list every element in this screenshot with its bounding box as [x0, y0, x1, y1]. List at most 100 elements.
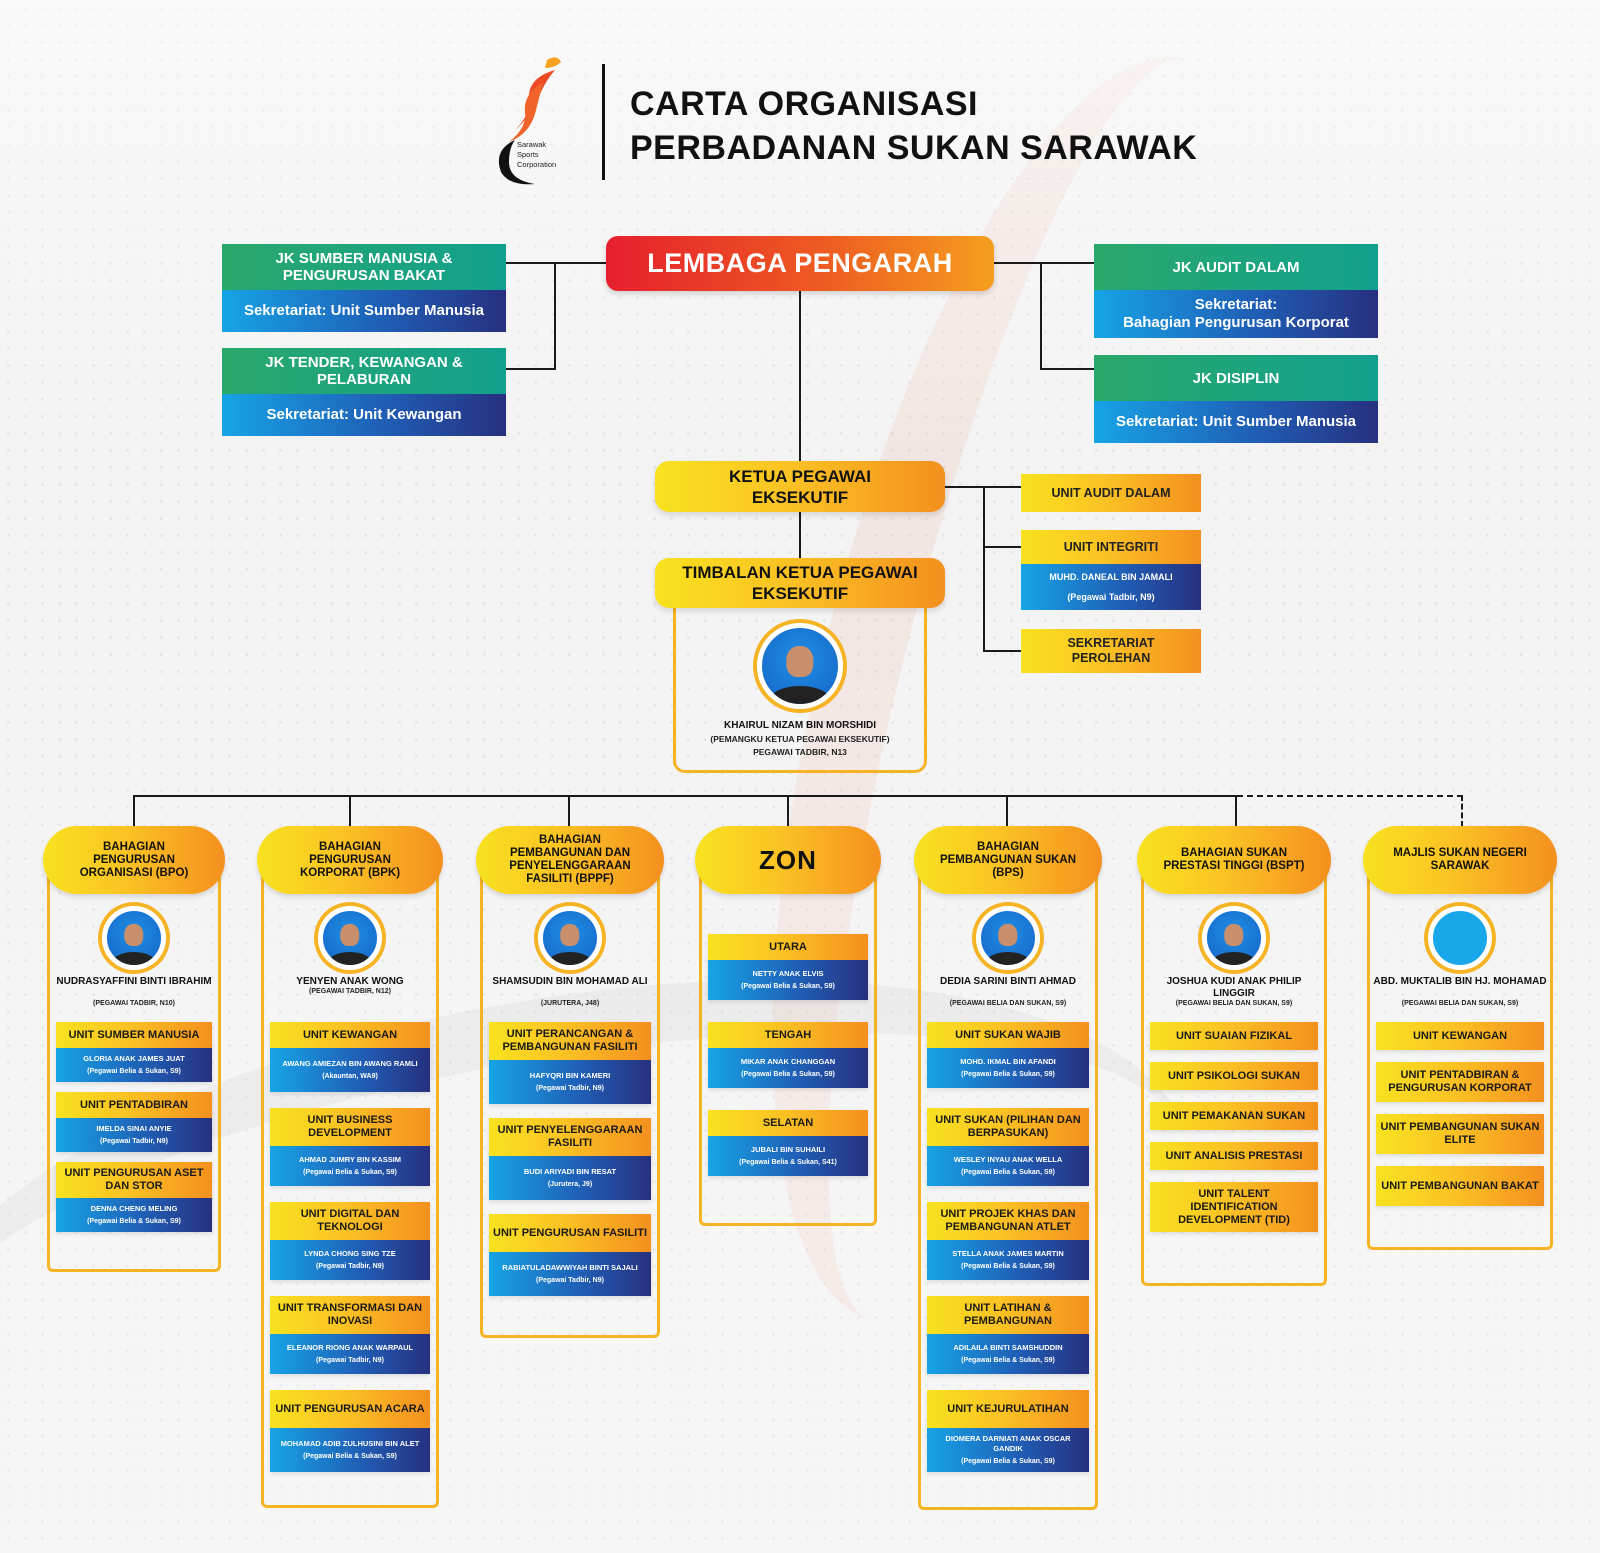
deputy-frame: [673, 598, 927, 773]
division-frame: [261, 866, 439, 1508]
unit-sekretariat-perolehan: SEKRETARIAT PEROLEHAN: [1021, 629, 1201, 673]
unit-box: UNIT PSIKOLOGI SUKAN: [1150, 1062, 1318, 1090]
division-frame: [47, 866, 221, 1272]
person-name: LYNDA CHONG SING TZE: [304, 1248, 396, 1258]
committee-secretariat: Sekretariat: Unit Sumber Manusia: [222, 290, 506, 332]
unit-label: SELATAN: [708, 1110, 868, 1136]
unit-label: SEKRETARIAT PEROLEHAN: [1021, 629, 1201, 673]
unit-label: UNIT PENGURUSAN ACARA: [270, 1390, 430, 1428]
division-title: ZON: [695, 826, 881, 894]
person-name: MOHD. IKMAL BIN AFANDI: [960, 1056, 1056, 1066]
unit-person: MOHAMAD ADIB ZULHUSINI BIN ALET(Pegawai …: [270, 1428, 430, 1472]
person-name: IMELDA SINAI ANYIE: [96, 1123, 172, 1133]
division-frame: [480, 866, 660, 1338]
unit-person: NETTY ANAK ELVIS(Pegawai Belia & Sukan, …: [708, 960, 868, 1000]
unit-label: UNIT DIGITAL DAN TEKNOLOGI: [270, 1202, 430, 1240]
person-role: (Pegawai Belia & Sukan, S9): [87, 1067, 181, 1075]
unit-box: UNIT KEWANGAN: [1376, 1022, 1544, 1050]
person-name: MOHAMAD ADIB ZULHUSINI BIN ALET: [280, 1438, 420, 1448]
connector-line: [1235, 795, 1237, 827]
division-title: BAHAGIAN PEMBANGUNAN DAN PENYELENGGARAAN…: [476, 826, 664, 894]
connector-line: [1040, 262, 1042, 370]
unit-label: UNIT PEMBANGUNAN BAKAT: [1376, 1166, 1544, 1206]
unit-box: UNIT PENGURUSAN ASET DAN STOR DENNA CHENG…: [56, 1162, 212, 1232]
division-head-avatar: [1428, 906, 1492, 970]
person-name: DIOMERA DARNIATI ANAK OSCAR GANDIK: [945, 1433, 1071, 1453]
page-title: CARTA ORGANISASI PERBADANAN SUKAN SARAWA…: [630, 82, 1197, 170]
dashed-connector-line: [1237, 795, 1463, 797]
connector-line: [787, 795, 789, 827]
person-role: (Pegawai Belia & Sukan, S9): [741, 982, 835, 990]
unit-label: UNIT PENYELENGGARAAN FASILITI: [489, 1118, 651, 1156]
deputy-title: (PEMANGKU KETUA PEGAWAI EKSEKUTIF): [710, 734, 890, 744]
unit-label: UNIT PENTADBIRAN: [56, 1092, 212, 1118]
connector-line: [554, 262, 556, 370]
ssc-logo: Sarawak Sports Corporation: [485, 52, 575, 187]
unit-label: UNIT PENGURUSAN FASILITI: [489, 1214, 651, 1252]
title-line-1: CARTA ORGANISASI: [630, 85, 978, 123]
division-head-avatar: [976, 906, 1040, 970]
person-name: HAFYQRI BIN KAMERI: [529, 1070, 611, 1080]
avatar-head: [340, 923, 360, 946]
connector-line: [506, 368, 556, 370]
unit-person: BUDI ARIYADI BIN RESAT(Jurutera, J9): [489, 1156, 651, 1200]
division-head-name: ABD. MUKTALIB BIN HJ. MOHAMAD: [1373, 976, 1547, 987]
division-head-role: (PEGAWAI TADBIR, N12): [309, 988, 391, 995]
person-role: (Pegawai Tadbir, N9): [316, 1262, 384, 1270]
ceo-box: KETUA PEGAWAI EKSEKUTIF: [655, 461, 945, 512]
connector-line: [133, 795, 1237, 797]
unit-person: MUHD. DANEAL BIN JAMALI (Pegawai Tadbir,…: [1021, 564, 1201, 610]
avatar-body: [1212, 952, 1256, 965]
person-role: (Pegawai Belia & Sukan, S9): [961, 1070, 1055, 1078]
committee-title: JK AUDIT DALAM: [1094, 244, 1378, 290]
logo-text-line: Corporation: [517, 160, 557, 169]
connector-line: [1006, 795, 1008, 827]
unit-person: WESLEY INYAU ANAK WELLA(Pegawai Belia & …: [927, 1146, 1089, 1186]
deputy-ceo-box: TIMBALAN KETUA PEGAWAI EKSEKUTIF: [655, 558, 945, 608]
person-name: ELEANOR RIONG ANAK WARPAUL: [286, 1342, 414, 1352]
person-role: (Pegawai Tadbir, N9): [536, 1276, 604, 1284]
unit-person: ELEANOR RIONG ANAK WARPAUL(Pegawai Tadbi…: [270, 1334, 430, 1374]
connector-line: [568, 795, 570, 827]
logo-text-line: Sarawak: [517, 140, 547, 149]
person-role: (Pegawai Belia & Sukan, S9): [961, 1356, 1055, 1364]
unit-label: UNIT TRANSFORMASI DAN INOVASI: [270, 1296, 430, 1334]
connector-line: [349, 795, 351, 827]
unit-label: UNIT TALENT IDENTIFICATION DEVELOPMENT (…: [1150, 1182, 1318, 1232]
person-role: (Pegawai Belia & Sukan, S9): [87, 1217, 181, 1225]
avatar-body: [328, 952, 372, 965]
connector-line: [1040, 368, 1094, 370]
person-role: (Pegawai Tadbir, N9): [1067, 592, 1155, 602]
logo-text-line: Sports: [517, 150, 539, 159]
division-head-avatar: [1202, 906, 1266, 970]
connector-line: [799, 512, 801, 558]
unit-person: HAFYQRI BIN KAMERI (Pegawai Tadbir, N9): [489, 1060, 651, 1104]
connector-line: [983, 486, 985, 652]
division-title: MAJLIS SUKAN NEGERI SARAWAK: [1363, 826, 1557, 894]
person-name: ADILAILA BINTI SAMSHUDDIN: [953, 1342, 1063, 1352]
unit-box: UNIT PENTADBIRAN & PENGURUSAN KORPORAT: [1376, 1062, 1544, 1102]
unit-label: UNIT PENGURUSAN ASET DAN STOR: [56, 1162, 212, 1198]
person-name: DENNA CHENG MELING: [90, 1203, 178, 1213]
committee-title: JK DISIPLIN: [1094, 355, 1378, 401]
unit-label: UNIT SUAIAN FIZIKAL: [1150, 1022, 1318, 1050]
person-name: AHMAD JUMRY BIN KASSIM: [298, 1154, 402, 1164]
avatar-head: [560, 923, 580, 946]
unit-audit-dalam: UNIT AUDIT DALAM: [1021, 474, 1201, 512]
person-name: JUBALI BIN SUHAILI: [750, 1144, 826, 1154]
connector-line: [983, 650, 1021, 652]
unit-box: UNIT SUAIAN FIZIKAL: [1150, 1022, 1318, 1050]
unit-person: JUBALI BIN SUHAILI(Pegawai Belia & Sukan…: [708, 1136, 868, 1176]
unit-label: UNIT KEJURULATIHAN: [927, 1390, 1089, 1428]
unit-label: UNIT PROJEK KHAS DAN PEMBANGUNAN ATLET: [927, 1202, 1089, 1240]
deputy-name: KHAIRUL NIZAM BIN MORSHIDI: [723, 720, 877, 731]
unit-box: UNIT KEJURULATIHAN DIOMERA DARNIATI ANAK …: [927, 1390, 1089, 1472]
unit-label: UNIT KEWANGAN: [1376, 1022, 1544, 1050]
person-role: (Pegawai Tadbir, N9): [536, 1084, 604, 1092]
